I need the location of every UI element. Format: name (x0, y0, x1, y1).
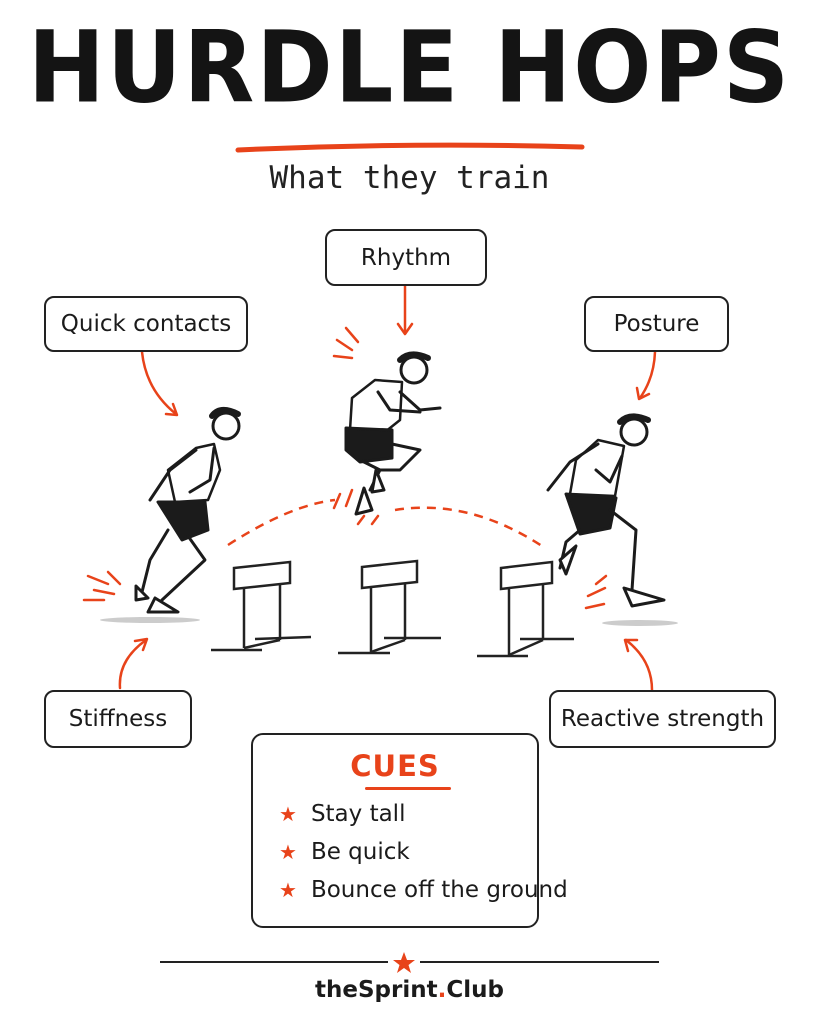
subtitle: What they train (269, 160, 550, 196)
motion-marks (332, 326, 380, 526)
cue-text: Bounce off the ground (310, 877, 568, 903)
athlete-icon (546, 413, 666, 608)
ground-line (100, 617, 200, 623)
impact-marks (584, 574, 608, 610)
hurdle-icon (211, 560, 312, 652)
star-icon: ★ (279, 840, 297, 864)
jump-trajectory (394, 506, 546, 550)
brand-dot: . (437, 977, 447, 1003)
athlete-icon (134, 407, 241, 614)
cues-panel: CUES ★ Stay tall ★ Be quick ★ Bounce off… (251, 733, 568, 928)
label-rhythm: Rhythm (325, 229, 487, 286)
footer-brand[interactable]: theSprint.Club (0, 977, 819, 1003)
hurdle-icon (477, 560, 574, 658)
cue-item: ★ Bounce off the ground (279, 877, 568, 903)
star-icon (393, 952, 415, 973)
star-icon: ★ (279, 802, 297, 826)
brand-part: Club (446, 977, 504, 1003)
label-posture: Posture (584, 296, 729, 352)
star-icon: ★ (279, 878, 297, 902)
cues-title-underline (365, 787, 451, 790)
ground-line (602, 620, 678, 626)
jump-trajectory (227, 498, 336, 547)
impact-marks (82, 570, 122, 602)
hurdle-icon (338, 559, 441, 655)
brand-part: theSprint (315, 977, 438, 1003)
cue-item: ★ Be quick (279, 839, 410, 865)
cue-text: Be quick (310, 839, 410, 865)
label-reactive-strength: Reactive strength (549, 690, 776, 748)
label-stiffness: Stiffness (44, 690, 192, 748)
cue-text: Stay tall (310, 801, 406, 827)
cues-title: CUES (350, 749, 440, 783)
athlete-icon (344, 351, 442, 516)
arrow-icon (118, 282, 657, 692)
cue-item: ★ Stay tall (279, 801, 405, 827)
label-quick-contacts: Quick contacts (44, 296, 248, 352)
page-title: HURDLE HOPS (27, 9, 792, 126)
title-underline (235, 142, 585, 153)
